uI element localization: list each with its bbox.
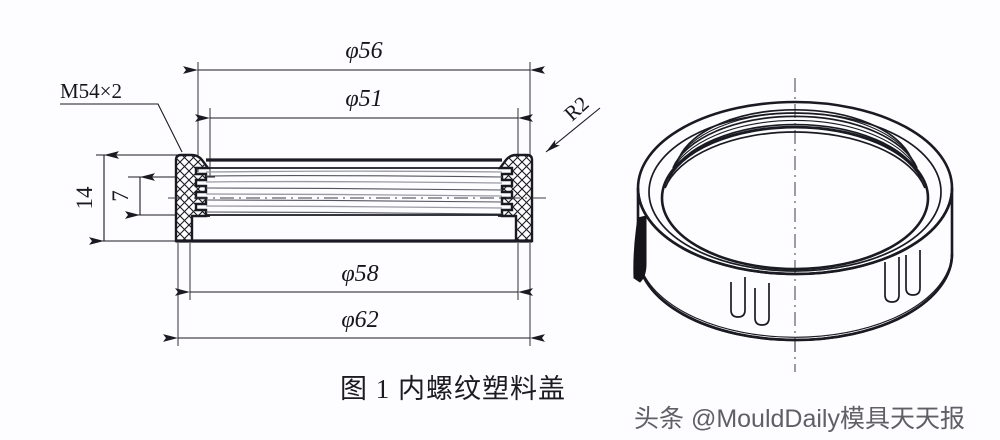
dimension-phi51-label: φ51: [345, 86, 382, 112]
iso-bottom-step: [640, 267, 950, 338]
leader-r2: R2: [545, 91, 601, 153]
thread-spec-label: M54×2: [60, 79, 122, 103]
iso-left-grip-rib: [633, 215, 647, 283]
radius-r2-label: R2: [559, 91, 593, 125]
dimension-14-label: 14: [72, 186, 97, 210]
dimension-phi62-label: φ62: [341, 307, 378, 333]
dimension-phi56: φ56: [183, 38, 545, 74]
iso-outer-rim: [636, 100, 954, 276]
figure-caption: 图 1 内螺纹塑料盖: [340, 374, 566, 404]
iso-internal-threads: [664, 108, 926, 189]
section-thread-lines: [205, 170, 503, 216]
dimension-phi62: φ62: [163, 307, 545, 342]
dimension-phi56-label: φ56: [345, 38, 382, 64]
isometric-cap-view: [633, 78, 954, 372]
section-left-wall: [174, 153, 211, 243]
iso-grip-ribs-left: [730, 277, 770, 326]
leader-m54x2: M54×2: [60, 79, 183, 153]
section-top-plate: [206, 158, 502, 169]
section-bottom-edge: [176, 215, 532, 243]
cross-section-view: φ56 φ51 φ58 φ62 14: [60, 38, 601, 346]
dimension-phi51: φ51: [195, 86, 533, 122]
extension-lines: [96, 62, 531, 346]
dimension-phi58: φ58: [175, 261, 533, 296]
iso-grip-ribs-right: [884, 250, 921, 303]
dimension-phi58-label: φ58: [341, 261, 378, 287]
dimension-height-14: 14: [72, 151, 119, 245]
watermark-label: 头条 @MouldDaily模具天天报: [634, 405, 965, 433]
dimension-7-label: 7: [108, 190, 133, 202]
dimension-height-7: 7: [108, 173, 155, 219]
iso-bore-opening: [660, 125, 930, 271]
